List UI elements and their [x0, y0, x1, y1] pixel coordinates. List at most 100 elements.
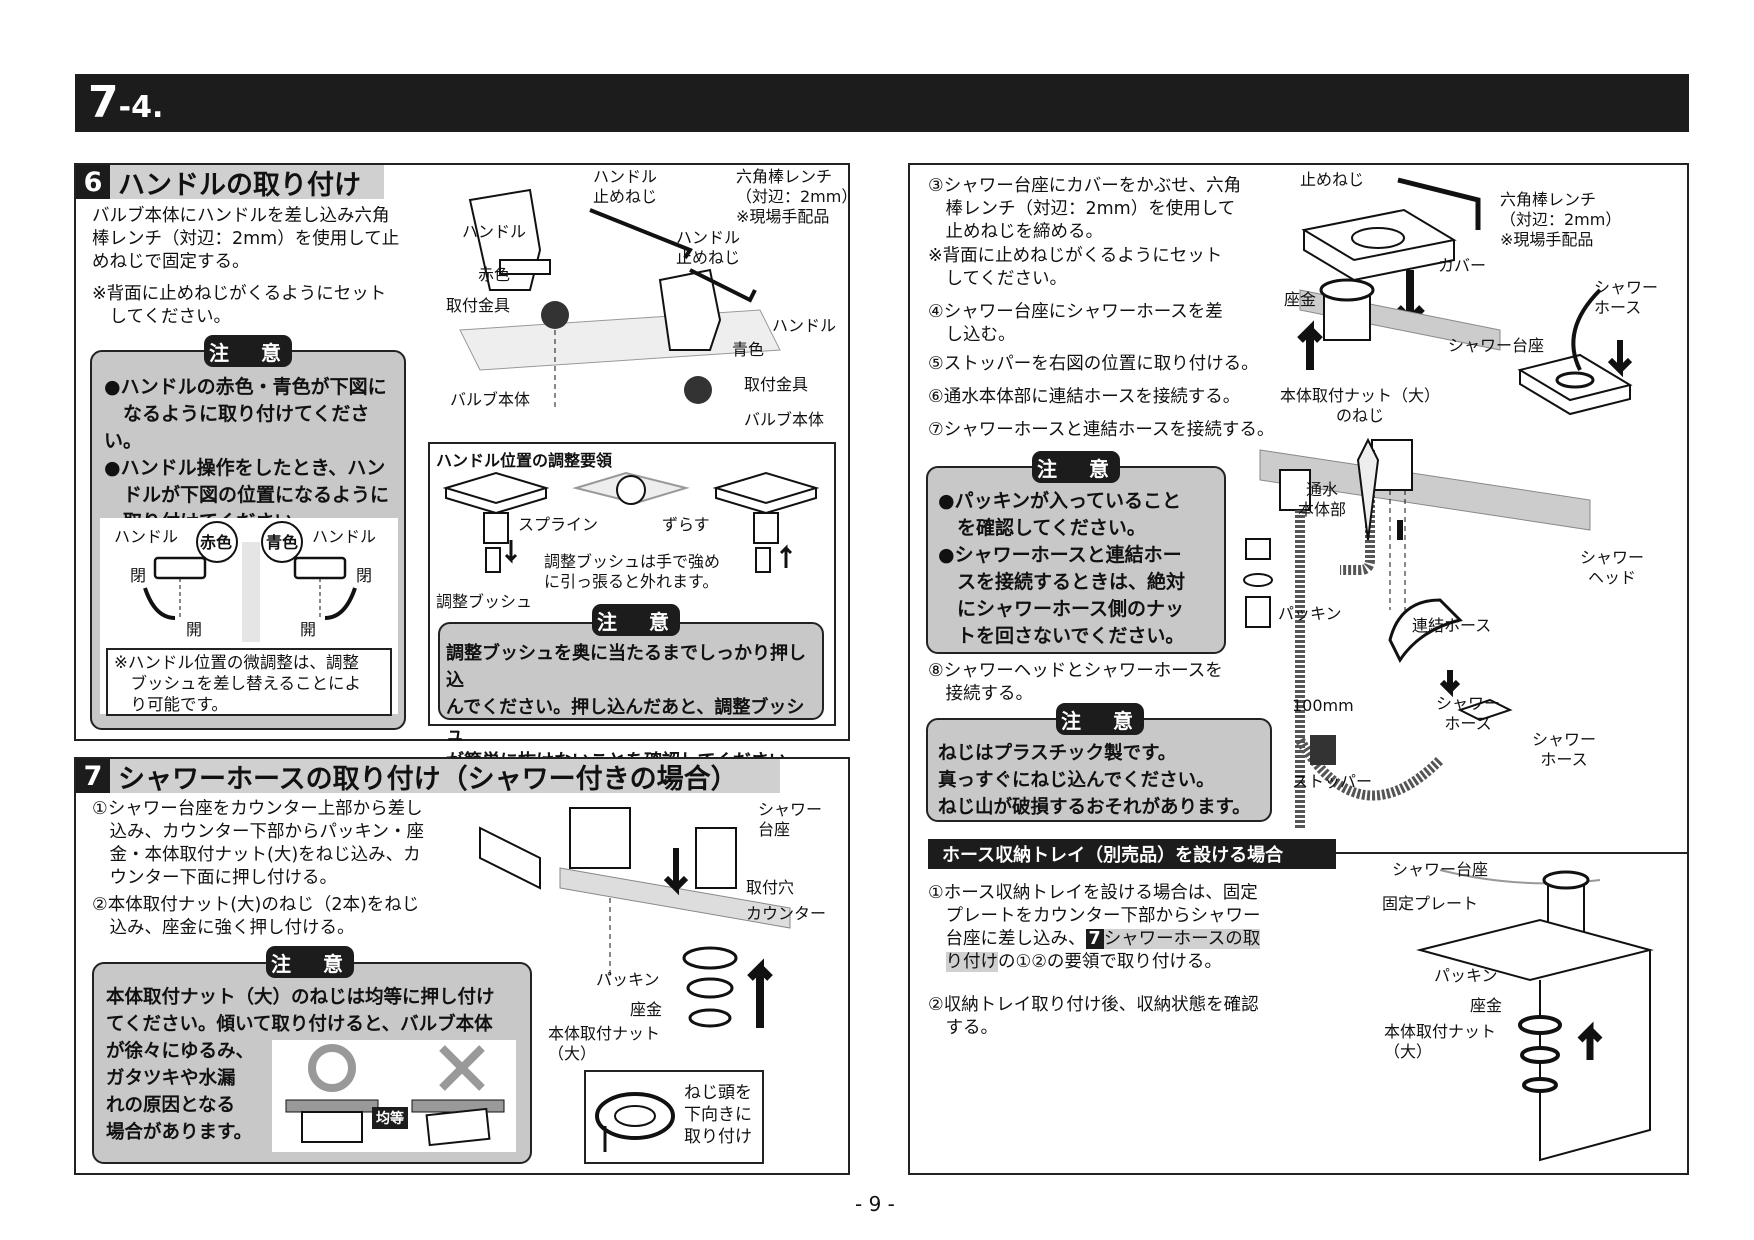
step6: ⑥通水本体部に連結ホースを接続する。: [928, 387, 1241, 407]
adjust-caution-text: 調整ブッシュを奥に当たるまでしっかり押し込 んでください。押し込んだあと、調整ブ…: [446, 643, 806, 772]
section7-caution-top: 本体取付ナット（大）のねじは均等に押し付け てください。傾いて取り付けると、バル…: [106, 987, 495, 1035]
section-number: 7-4.: [88, 74, 163, 141]
tray-bar: ホース収納トレイ（別売品）を設ける場合: [928, 839, 1336, 869]
header-bar: [75, 74, 1689, 132]
section6-caution-text: ●ハンドルの赤色・青色が下図に なるように取り付けてください。 ●ハンドル操作を…: [104, 376, 390, 533]
section6-title-bar: 6 ハンドルの取り付け: [76, 165, 384, 201]
fig6-blue: 青色: [732, 340, 765, 359]
right-caution2-tag: 注 意: [1056, 703, 1144, 735]
section7-title: シャワーホースの取り付け（シャワー付きの場合）: [118, 763, 738, 795]
tray-step2: ②収納トレイ取り付け後、収納状態を確認 する。: [928, 995, 1259, 1038]
fig-right-water-body: 通水 本体部: [1298, 480, 1347, 519]
section6-note: ※背面に止めねじがくるようにセット してください。: [92, 284, 387, 327]
right-panel: [908, 163, 1689, 1175]
note3: ※背面に止めねじがくるようにセット してください。: [928, 246, 1223, 289]
fig6-set-screw-1: ハンドル 止めねじ: [593, 167, 658, 206]
fig6-handle-1: ハンドル: [462, 222, 527, 241]
fig7-screw-head: ねじ頭を 下向きに 取り付け: [684, 1083, 752, 1147]
right-caution1-tag: 注 意: [1032, 451, 1120, 483]
right-caution1-text: ●パッキンが入っていること を確認してください。 ●シャワーホースと連結ホー ス…: [938, 490, 1186, 647]
fig6-valve-1: バルブ本体: [450, 390, 531, 409]
fig-right-shower-hose-right: シャワー ホース: [1532, 730, 1597, 769]
tray-fig-nut: 本体取付ナット （大）: [1384, 1022, 1497, 1061]
section7-number: 7: [76, 759, 110, 793]
shower-cover-figure: [1297, 177, 1633, 416]
step7: ⑦シャワーホースと連結ホースを接続する。: [928, 420, 1275, 440]
tray-fig-packing: パッキン: [1434, 966, 1498, 985]
label-red: 赤色: [200, 533, 233, 552]
label-blue: 青色: [266, 533, 299, 552]
adjust-shift: ずらす: [662, 515, 710, 534]
tray-ref-title: シャワーホースの取: [1103, 929, 1261, 949]
fig7-packing: パッキン: [596, 970, 660, 989]
fig6-handle-2: ハンドル: [772, 316, 837, 335]
step5: ⑤ストッパーを右図の位置に取り付ける。: [928, 354, 1259, 374]
tray-step1-a: ①ホース収納トレイを設ける場合は、固定 プレートをカウンター下部からシャワー 台…: [928, 883, 1261, 949]
step4: ④シャワー台座にシャワーホースを差 し込む。: [928, 302, 1223, 345]
fig-right-connect-hose: 連結ホース: [1412, 616, 1492, 635]
fig-right-washer: 座金: [1284, 290, 1317, 309]
section6-number: 6: [76, 165, 110, 199]
section7-step2: ②本体取付ナット(大)のねじ（2本)をねじ 込み、座金に強く押し付ける。: [92, 895, 420, 938]
tray-fig-washer: 座金: [1470, 996, 1503, 1015]
fig6-red: 赤色: [478, 265, 511, 284]
adjust-title: ハンドル位置の調整要領: [436, 451, 613, 470]
tray-ref-title2: り付け: [945, 952, 998, 972]
section7-caution-tag: 注 意: [266, 946, 354, 978]
fig-right-cover: カバー: [1438, 256, 1487, 275]
handle-position-diagram: [143, 521, 357, 642]
page-number: - 9 -: [855, 1192, 895, 1216]
section-major: 7: [88, 77, 119, 128]
label-close-left: 閉: [130, 566, 147, 585]
label-handle-left: ハンドル: [114, 527, 179, 546]
tray-figure: [1416, 869, 1654, 1162]
fig6-valve-2: バルブ本体: [744, 410, 825, 429]
adjust-bush-note: 調整ブッシュは手で強め に引っ張ると外れます。: [544, 552, 721, 591]
fig-right-hex-wrench: 六角棒レンチ （対辺：2mm） ※現場手配品: [1500, 190, 1622, 249]
label-open-left: 開: [186, 620, 203, 639]
step8: ⑧シャワーヘッドとシャワーホースを 接続する。: [928, 661, 1223, 704]
adjust-caution-tag: 注 意: [592, 604, 680, 636]
fig-right-set-screw: 止めねじ: [1300, 170, 1365, 189]
fig-right-distance: 100mm: [1292, 696, 1354, 715]
fig-right-shower-head: シャワー ヘッド: [1580, 548, 1645, 587]
section7-step1: ①シャワー台座をカウンター上部から差し 込み、カウンター下部からパッキン・座 金…: [92, 799, 424, 888]
fig6-fitting-2: 取付金具: [744, 375, 809, 394]
adjust-spline: スプライン: [518, 515, 599, 534]
shower-hose-connect-figure: [1259, 437, 1591, 830]
fig-right-shower-hose-top: シャワー ホース: [1594, 278, 1659, 317]
adjust-bush: 調整ブッシュ: [436, 592, 533, 611]
fig-right-stopper: ストッパー: [1292, 772, 1373, 791]
fig6-set-screw-2: ハンドル 止めねじ: [676, 228, 741, 267]
right-caution2-text: ねじはプラスチック製です。 真っすぐにねじ込んでください。 ねじ山が破損するおそ…: [938, 743, 1251, 818]
section7-title-bar: 7 シャワーホースの取り付け（シャワー付きの場合）: [76, 759, 780, 795]
fig6-fitting-1: 取付金具: [446, 296, 511, 315]
fig7-nut: 本体取付ナット （大）: [548, 1024, 661, 1063]
tray-ref-num: 7: [1085, 929, 1104, 949]
fig7-counter: カウンター: [746, 904, 827, 923]
uneven-compare-diagram: [285, 1044, 505, 1147]
fig7-washer: 座金: [630, 1000, 663, 1019]
step3: ③シャワー台座にカバーをかぶせ、六角 棒レンチ（対辺：2mm）を使用して 止めね…: [928, 176, 1242, 242]
tray-fig-shower-base: シャワー台座: [1392, 860, 1489, 879]
fig-right-shower-hose-mid: シャワー ホース: [1436, 694, 1501, 733]
label-handle-right: ハンドル: [312, 527, 377, 546]
handle-install-figure: [459, 188, 781, 410]
label-open-right: 開: [300, 620, 317, 639]
section7-caution-bottom: が徐々にゆるみ、 ガタツキや水漏 れの原因となる 場合があります。: [106, 1041, 255, 1143]
tray-step1-b: の①②の要領で取り付ける。: [998, 952, 1222, 972]
adjust-caution-box: [438, 622, 824, 720]
screw-head-diagram: [595, 1092, 675, 1152]
tray-step1-line4: り付けの①②の要領で取り付ける。: [928, 951, 1308, 974]
shower-base-install-figure: [479, 807, 791, 1028]
fine-adjust-note: ※ハンドル位置の微調整は、調整 ブッシュを差し替えることによ り可能です。: [106, 648, 392, 716]
section-minor: -4.: [118, 90, 164, 125]
section6-title: ハンドルの取り付け: [118, 169, 361, 201]
tray-bar-line: [1336, 852, 1688, 854]
right-caution1-box: [926, 466, 1226, 654]
fig7-shower-base: シャワー 台座: [758, 800, 823, 839]
fig-right-shower-base: シャワー台座: [1448, 336, 1545, 355]
packing-detail-figure: [1243, 538, 1273, 628]
label-close-right: 閉: [356, 566, 373, 585]
